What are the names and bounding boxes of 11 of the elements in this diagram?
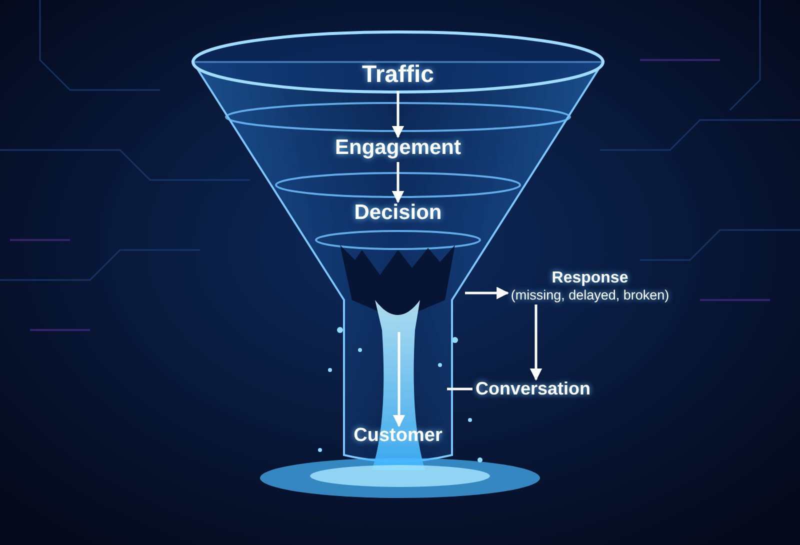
arrow xyxy=(392,332,406,428)
stage-note: (missing, delayed, broken) xyxy=(510,288,670,302)
arrow xyxy=(530,304,542,381)
leader-line xyxy=(447,388,472,390)
stage-label: Response xyxy=(550,270,630,288)
arrow xyxy=(465,286,510,300)
arrow xyxy=(392,91,404,138)
stage-label: Decision xyxy=(354,201,442,225)
stage-label: Traffic xyxy=(362,61,434,89)
stage-label: Conversation xyxy=(475,378,591,400)
stage-label: Engagement xyxy=(334,136,462,160)
